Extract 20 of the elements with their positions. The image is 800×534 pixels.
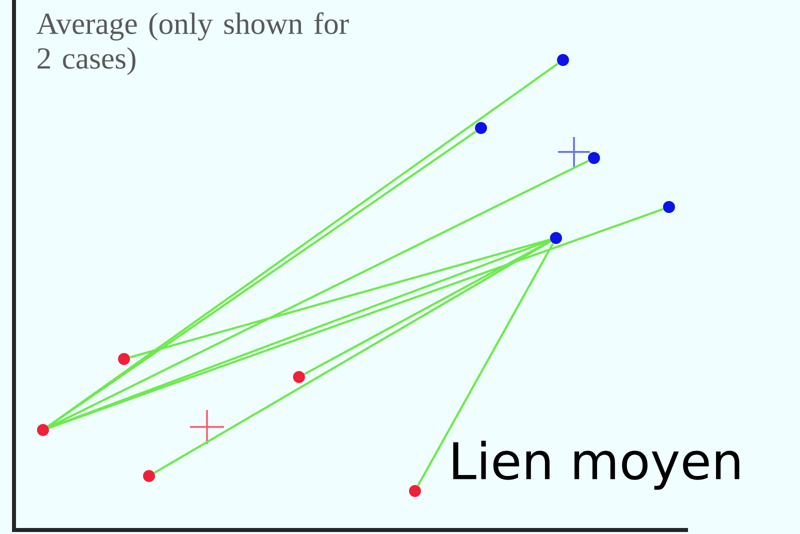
- data-point: [37, 424, 49, 436]
- data-point: [293, 371, 305, 383]
- data-point: [409, 485, 421, 497]
- data-point: [143, 470, 155, 482]
- data-point: [663, 201, 675, 213]
- data-point: [550, 232, 562, 244]
- connecting-line: [48, 208, 664, 429]
- title-text: Lien moyen: [453, 440, 740, 490]
- data-point: [557, 54, 569, 66]
- connecting-line: [417, 242, 554, 486]
- connecting-line: [48, 62, 559, 428]
- data-point: [118, 353, 130, 365]
- data-point: [475, 122, 487, 134]
- annotation-text: Average (only shown for 2 cases): [36, 12, 349, 76]
- connecting-line: [304, 240, 551, 375]
- connecting-line: [154, 240, 552, 474]
- connecting-line: [48, 130, 476, 428]
- data-point: [588, 152, 600, 164]
- connecting-line: [130, 238, 550, 358]
- connecting-line: [48, 160, 589, 428]
